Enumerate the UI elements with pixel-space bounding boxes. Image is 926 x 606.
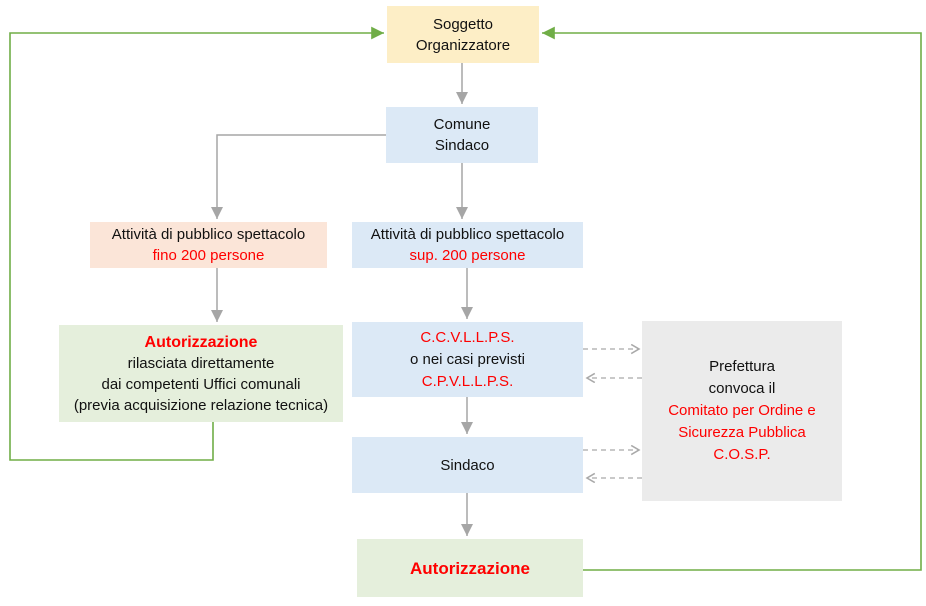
node-label: Prefettura <box>709 358 775 375</box>
node-label: o nei casi previsti <box>409 350 526 368</box>
node-label-red: C.P.V.L.L.P.S. <box>421 372 514 390</box>
node-prefettura-cosp: Prefettura convoca il Comitato per Ordin… <box>642 321 842 501</box>
node-autorizzazione-diretta: Autorizzazione rilasciata direttamente d… <box>59 325 343 422</box>
node-label-red: sup. 200 persone <box>409 247 526 264</box>
node-label: Attività di pubblico spettacolo <box>111 226 306 243</box>
node-label: (previa acquisizione relazione tecnica) <box>73 396 329 414</box>
node-label: Organizzatore <box>415 36 511 54</box>
node-label: Soggetto <box>432 15 494 33</box>
node-label: Sindaco <box>434 137 490 154</box>
node-commissione-vigilanza: C.C.V.L.L.P.S. o nei casi previsti C.P.V… <box>352 322 583 397</box>
node-label-red: Comitato per Ordine e <box>668 402 816 419</box>
node-label: dai competenti Uffici comunali <box>101 375 301 393</box>
node-label-red: fino 200 persone <box>152 247 265 264</box>
node-label-red: C.O.S.P. <box>713 446 771 463</box>
node-soggetto-organizzatore: Soggetto Organizzatore <box>387 6 539 63</box>
node-autorizzazione-finale: Autorizzazione <box>357 539 583 597</box>
node-label: Sindaco <box>440 456 495 474</box>
node-attivita-fino-200: Attività di pubblico spettacolo fino 200… <box>90 222 327 268</box>
green-loop-autorizzazione-diretta-to-soggetto <box>9 26 384 461</box>
node-title-red: Autorizzazione <box>410 558 530 578</box>
node-sindaco: Sindaco <box>352 437 583 493</box>
node-label: Attività di pubblico spettacolo <box>370 226 565 243</box>
node-comune-sindaco: Comune Sindaco <box>386 107 538 163</box>
node-label-red: C.C.V.L.L.P.S. <box>420 328 515 346</box>
node-label-red: Sicurezza Pubblica <box>678 424 806 441</box>
arrow-comune-to-attivita-fino <box>211 134 386 219</box>
node-attivita-sup-200: Attività di pubblico spettacolo sup. 200… <box>352 222 583 268</box>
green-loop-autorizzazione-finale-to-soggetto <box>542 26 922 571</box>
node-label: rilasciata direttamente <box>127 354 275 372</box>
node-title-red: Autorizzazione <box>144 333 258 351</box>
node-label: Comune <box>433 116 491 133</box>
node-label: convoca il <box>708 380 776 397</box>
